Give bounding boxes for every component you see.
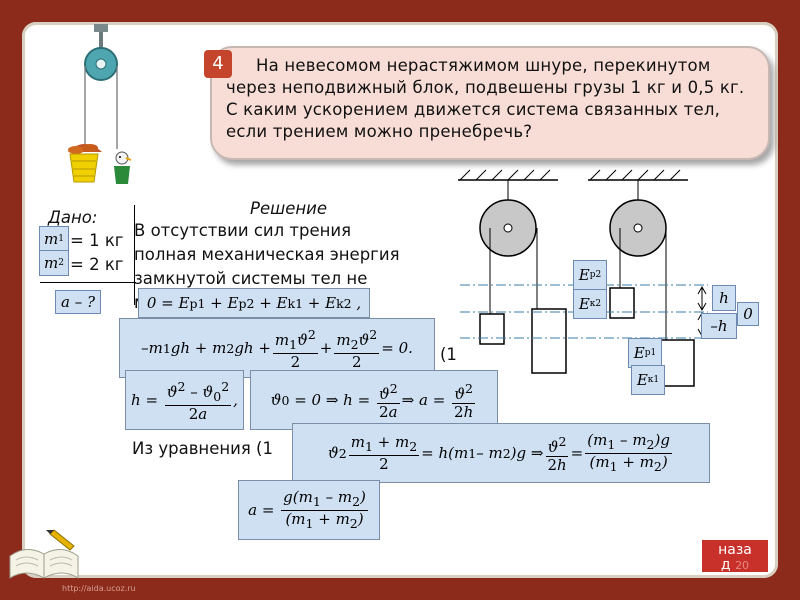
source-url: http://aida.ucoz.ru bbox=[62, 584, 136, 593]
book-pencil-illustration bbox=[9, 529, 79, 579]
equation-number: (1 bbox=[440, 345, 457, 364]
back-button[interactable]: наза д 20 bbox=[702, 540, 768, 573]
problem-callout bbox=[210, 46, 770, 160]
given-divider bbox=[40, 282, 136, 283]
problem-number-badge: 4 bbox=[204, 50, 232, 78]
label-h: h bbox=[712, 285, 736, 311]
find-box: a – ? bbox=[55, 290, 101, 314]
pulley-diagram bbox=[458, 169, 708, 387]
formula-final-acceleration: a = g(m1 – m2)(m1 + m2) bbox=[238, 480, 380, 540]
given-vertical-divider bbox=[134, 205, 135, 305]
page-number: 20 bbox=[735, 559, 750, 572]
label-minus-h: –h bbox=[701, 313, 737, 339]
given-m1-value: = 1 кг bbox=[70, 231, 124, 250]
given-title: Дано: bbox=[48, 208, 98, 227]
problem-text: На невесомом нерастяжимом шнуре, перекин… bbox=[226, 56, 745, 141]
solution-title: Решение bbox=[250, 199, 328, 218]
solution-line-1: В отсутствии сил трения bbox=[134, 221, 352, 240]
given-m2-value: = 2 кг bbox=[70, 255, 124, 274]
pulley-basket-illustration bbox=[68, 24, 132, 184]
solution-line-2: полная механическая энергия bbox=[134, 245, 400, 264]
solution-line-3: замкнутой системы тел не bbox=[134, 269, 368, 288]
label-zero: 0 bbox=[737, 302, 759, 326]
from-equation-text: Из уравнения (1 bbox=[132, 439, 273, 458]
